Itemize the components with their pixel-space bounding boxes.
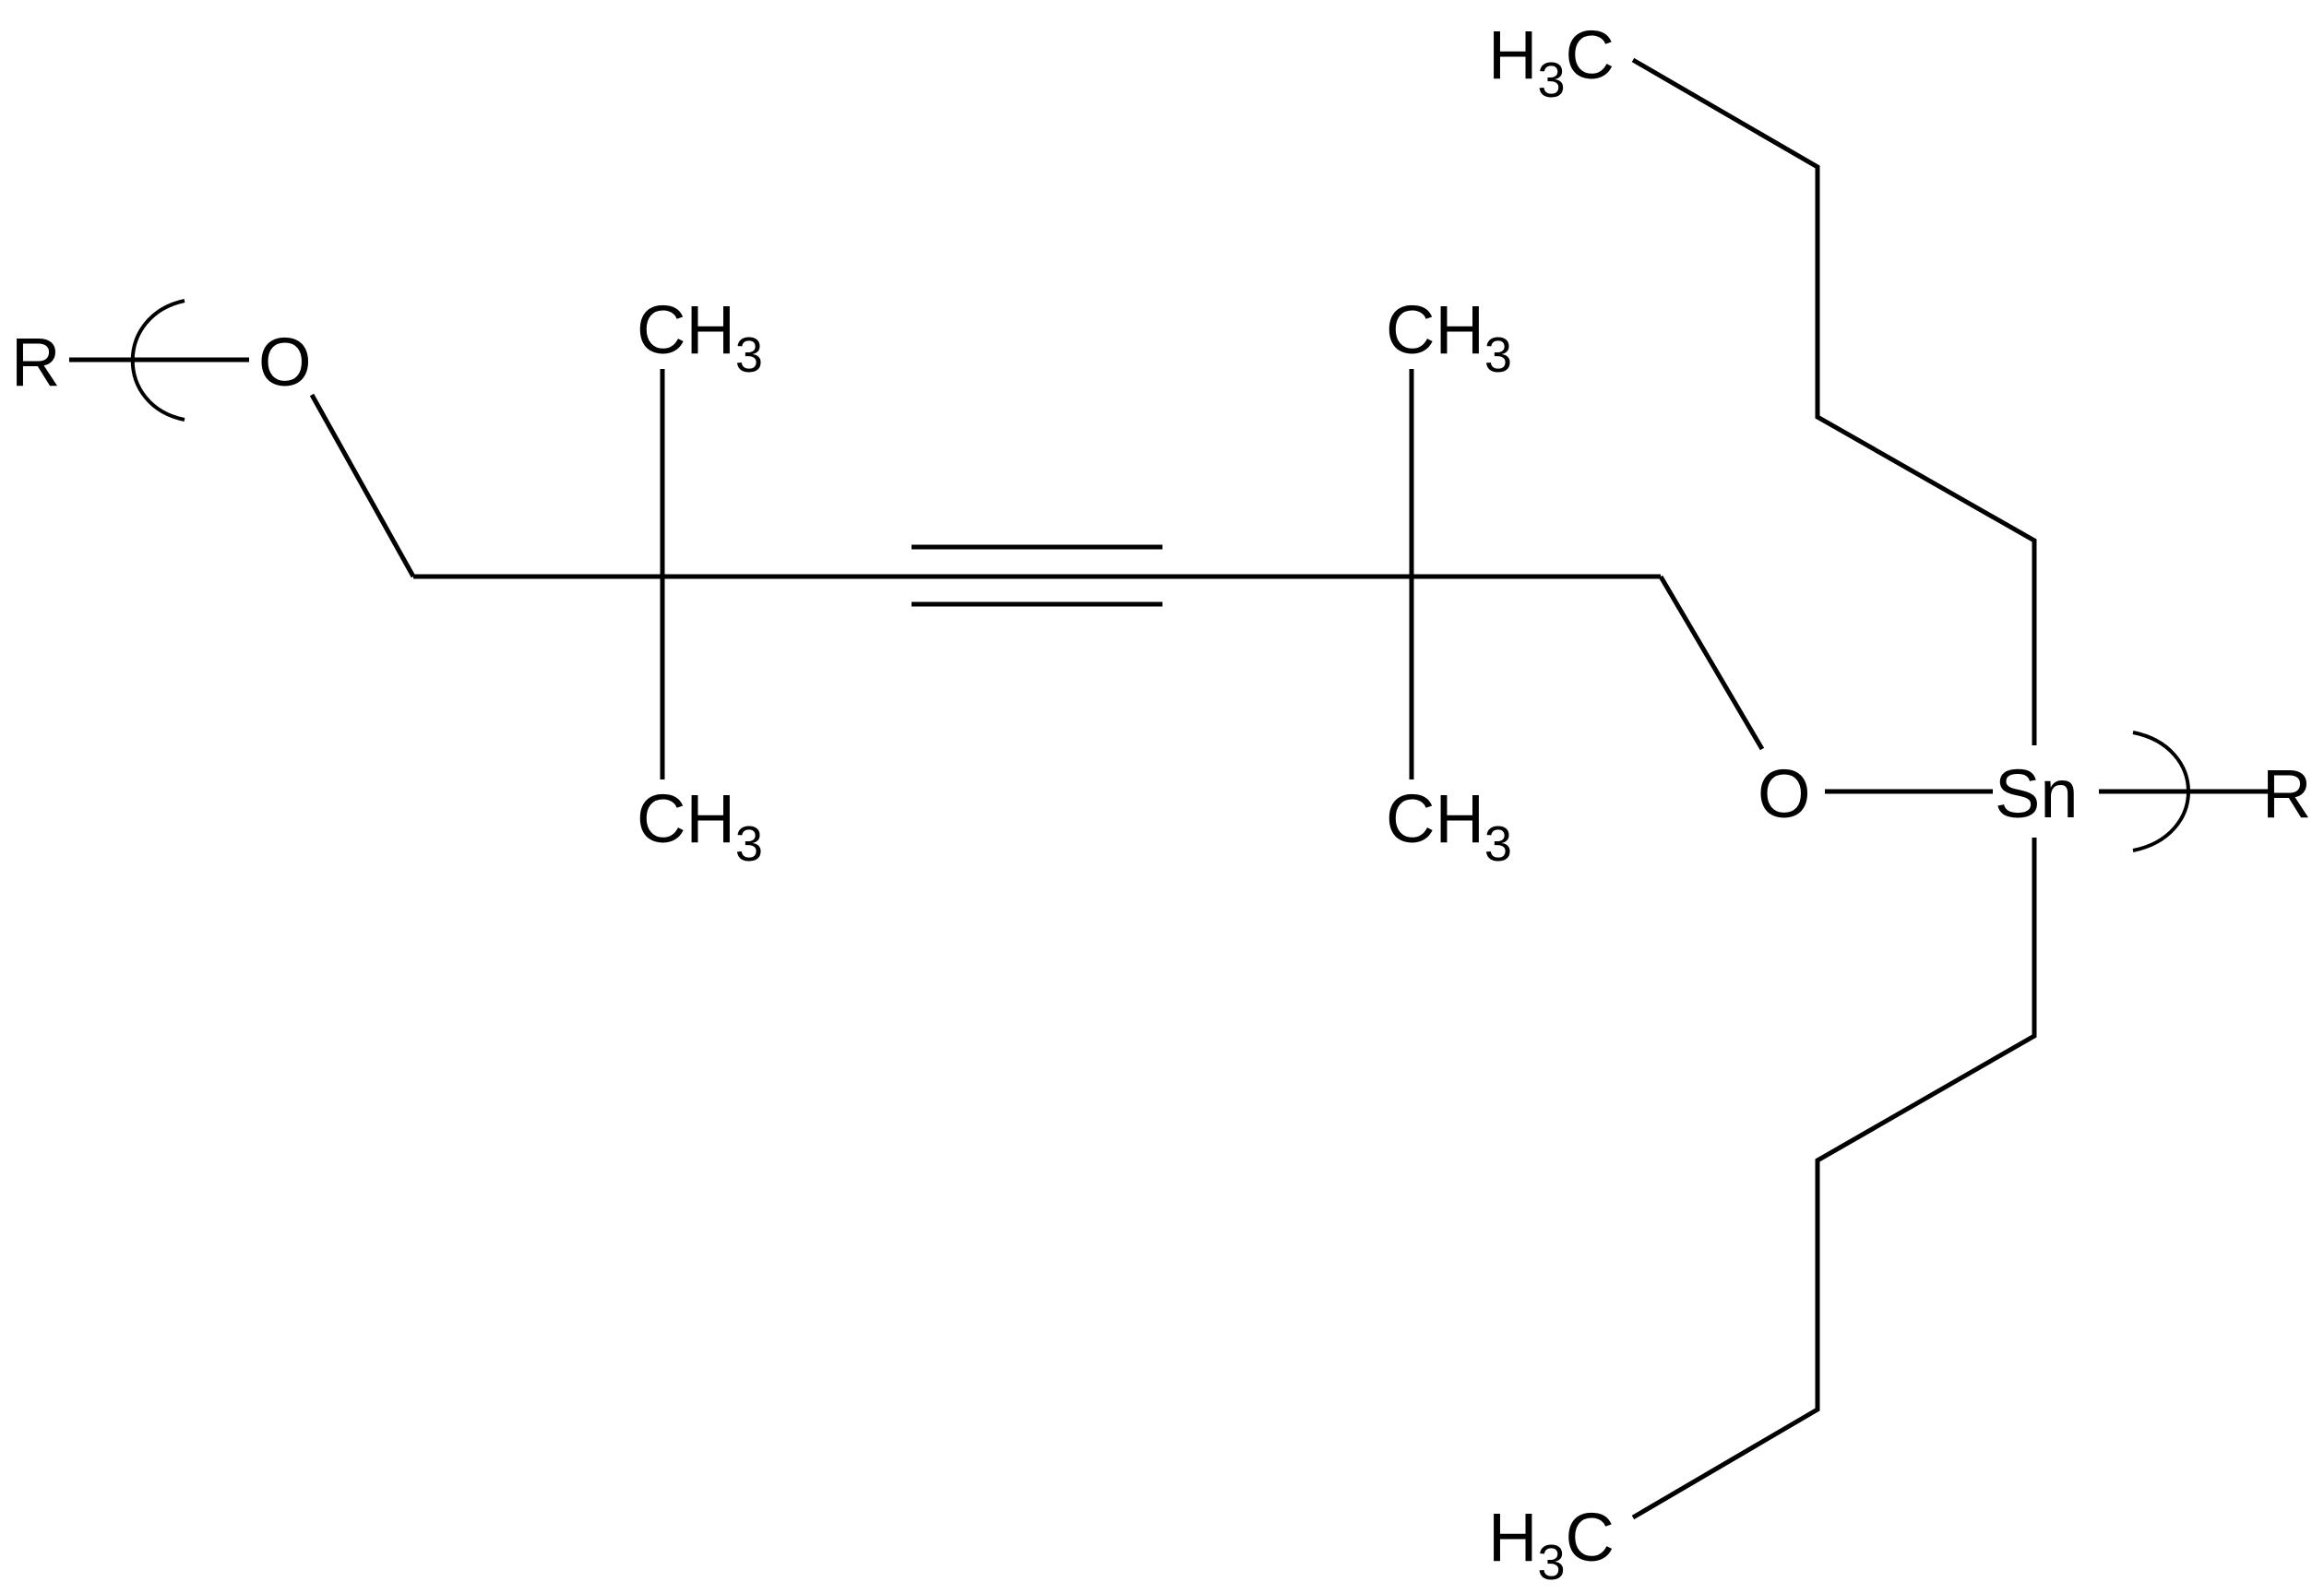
polymer-bracket-left <box>130 299 185 422</box>
methyl-bottom-right: CH3 <box>1386 780 1512 872</box>
tin-atom: Sn <box>1995 755 2079 832</box>
bond-butyl-top <box>1631 57 2037 745</box>
methyl-top-right: CH3 <box>1386 291 1512 383</box>
bond-o-ch2-left <box>309 393 416 578</box>
methyl-terminal-top: H3C <box>1488 17 1615 108</box>
methyl-terminal-bottom: H3C <box>1488 1499 1615 1590</box>
bonds <box>69 57 2271 1520</box>
methyl-top-left: CH3 <box>637 291 763 383</box>
bond-butyl-bottom <box>1631 838 2037 1520</box>
r-group-left: R <box>11 324 60 400</box>
methyl-bottom-left: CH3 <box>637 780 763 872</box>
polymer-bracket-right <box>2132 731 2190 852</box>
r-group-right: R <box>2262 755 2311 832</box>
oxygen-left: O <box>258 324 312 400</box>
bond-ch2-o-right <box>1658 575 1765 751</box>
oxygen-right: O <box>1758 755 1811 832</box>
